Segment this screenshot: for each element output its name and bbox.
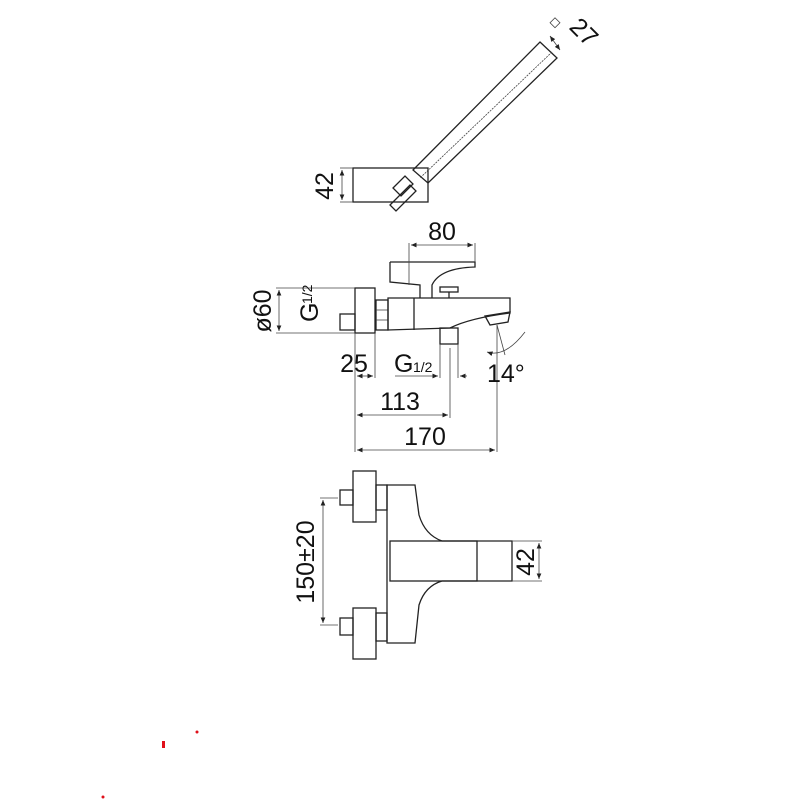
head-width-label: 27 bbox=[564, 13, 603, 52]
outlet-distance-label: 113 bbox=[380, 388, 420, 416]
centres-label: 150±20 bbox=[292, 520, 320, 603]
side-view: 80 ø60 G 1/2 25 G 1/2 14° 113 170 bbox=[249, 218, 526, 453]
upper-rosette bbox=[352, 470, 377, 523]
shower-holder bbox=[352, 167, 429, 203]
nut bbox=[375, 299, 389, 331]
hand-shower-view: 42 27 bbox=[311, 13, 603, 212]
shower-handle bbox=[412, 41, 558, 184]
diverter-knob bbox=[439, 286, 459, 293]
wall-rosette bbox=[354, 287, 376, 334]
spout-outlet bbox=[483, 311, 511, 326]
top-view: 42 150±20 bbox=[292, 470, 542, 660]
lever-handle bbox=[389, 261, 476, 298]
body-height-label: 42 bbox=[512, 548, 540, 576]
total-length-label: 170 bbox=[404, 423, 446, 451]
outlet-thread-label: G 1/2 bbox=[394, 350, 433, 378]
spout-projection-label: 80 bbox=[428, 218, 456, 246]
svg-text:1/2: 1/2 bbox=[413, 359, 433, 375]
svg-text:1/2: 1/2 bbox=[299, 284, 315, 304]
lower-rosette bbox=[352, 607, 377, 660]
red-marks bbox=[101, 730, 199, 799]
svg-text:G: G bbox=[296, 303, 324, 322]
inlet-thread-label: G 1/2 bbox=[296, 284, 324, 322]
svg-text:G: G bbox=[394, 350, 413, 378]
spout-angle-label: 14° bbox=[487, 360, 525, 388]
holder-height-label: 42 bbox=[311, 172, 339, 200]
rosette-diameter-label: ø60 bbox=[249, 289, 277, 332]
bottom-connector bbox=[439, 327, 459, 345]
mixer-body-top bbox=[386, 484, 513, 644]
rosette-depth-label: 25 bbox=[340, 350, 368, 378]
